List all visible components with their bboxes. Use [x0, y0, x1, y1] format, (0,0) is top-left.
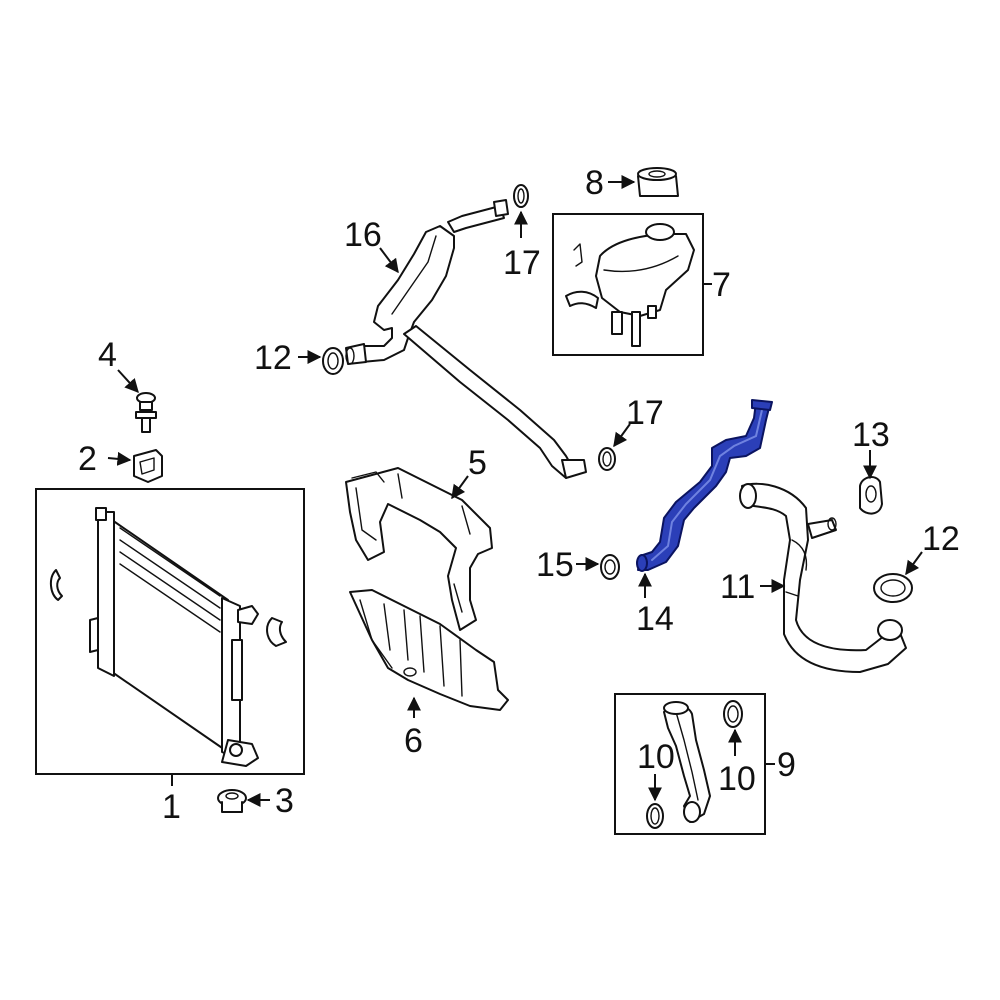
radiator-clip-right [266, 617, 287, 647]
label-14: 14 [636, 600, 674, 638]
o-ring-10-right[interactable] [723, 700, 743, 728]
label-4: 4 [98, 336, 117, 374]
label-8: 8 [585, 164, 604, 202]
hose-clamp[interactable] [859, 476, 883, 515]
bolt[interactable] [135, 392, 157, 433]
coolant-pipe[interactable] [345, 199, 587, 479]
label-10-left: 10 [637, 738, 675, 776]
radiator-box [35, 488, 305, 775]
label-6: 6 [404, 722, 423, 760]
mount-bushing[interactable] [133, 449, 163, 483]
label-3: 3 [275, 782, 294, 820]
radiator-clip-left [50, 569, 63, 601]
lower-grommet[interactable] [217, 789, 247, 813]
lower-air-guide[interactable] [349, 589, 509, 711]
hose-kit[interactable] [614, 693, 766, 835]
label-7: 7 [712, 266, 731, 304]
o-ring-17-mid[interactable] [598, 447, 616, 471]
label-17-top: 17 [503, 244, 541, 282]
label-1: 1 [162, 788, 181, 826]
label-10-right: 10 [718, 760, 756, 798]
label-17-mid: 17 [626, 394, 664, 432]
o-ring-15[interactable] [600, 554, 620, 580]
o-ring-17-top[interactable] [513, 184, 529, 208]
o-ring-10-left[interactable] [646, 803, 664, 829]
label-12-left: 12 [254, 339, 292, 377]
o-ring-12-left[interactable] [322, 347, 344, 375]
o-ring-12-right[interactable] [873, 573, 913, 603]
label-9: 9 [777, 746, 796, 784]
radiator-assembly[interactable] [35, 488, 305, 775]
coolant-hose-highlighted[interactable] [636, 399, 773, 572]
label-5: 5 [468, 444, 487, 482]
reservoir-cap[interactable] [637, 167, 679, 197]
label-13: 13 [852, 416, 890, 454]
coolant-reservoir[interactable] [552, 213, 704, 356]
label-12-right: 12 [922, 520, 960, 558]
label-11: 11 [720, 568, 755, 606]
lower-coolant-hose[interactable] [739, 482, 907, 673]
label-16: 16 [344, 216, 382, 254]
label-2: 2 [78, 440, 97, 478]
upper-air-guide[interactable] [345, 467, 493, 631]
label-15: 15 [536, 546, 574, 584]
